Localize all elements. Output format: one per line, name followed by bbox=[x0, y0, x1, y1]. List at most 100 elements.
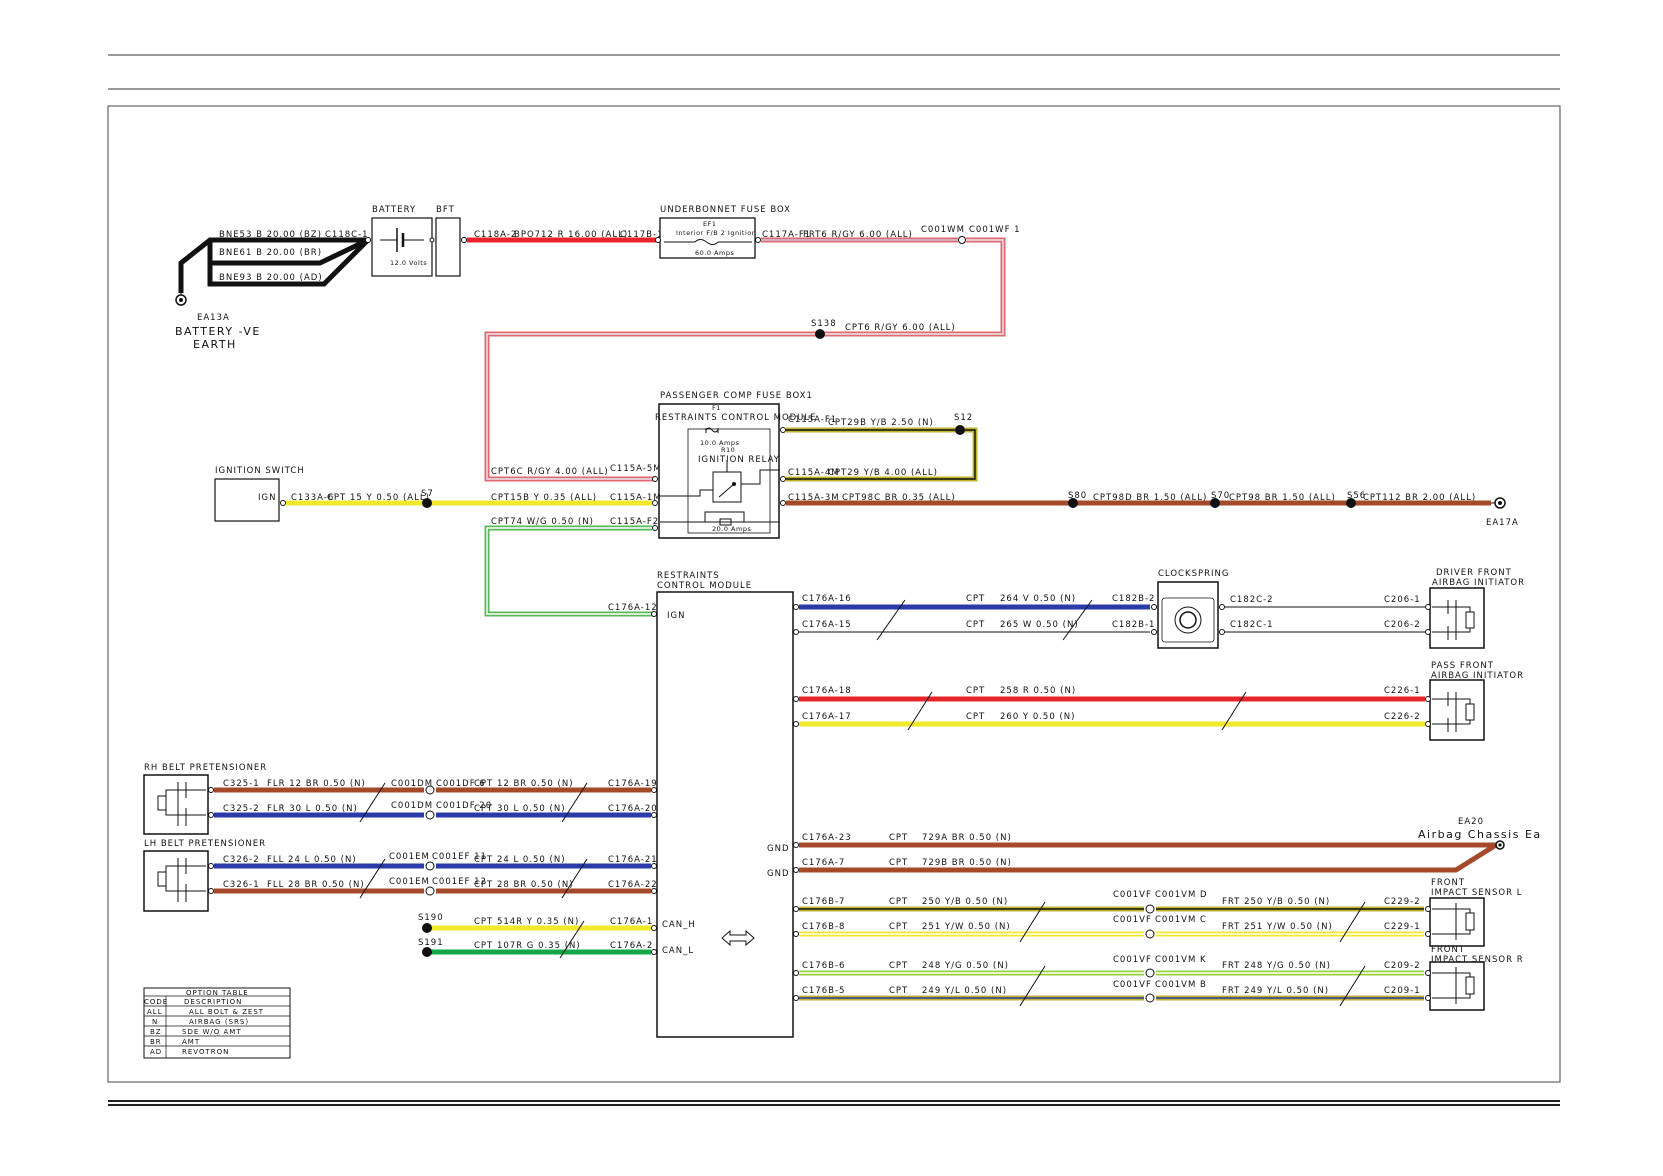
fis-r-label-2: IMPACT SENSOR R bbox=[1431, 955, 1524, 965]
c001ef12-label: C001EF 12 bbox=[432, 877, 487, 887]
c001vf-label-4: C001VF bbox=[1113, 980, 1152, 990]
w-264: 264 V 0.50 (N) bbox=[1000, 594, 1076, 604]
wire-cpt74 bbox=[486, 527, 652, 615]
impact-sensor-l-icon bbox=[1432, 903, 1475, 940]
ef1-label: EF1 bbox=[703, 220, 716, 228]
option-desc-3: AMT bbox=[182, 1038, 200, 1046]
c176a-15-label: C176A-15 bbox=[802, 620, 852, 630]
c115a-4m-label: C115A-4M bbox=[788, 468, 840, 478]
s12-splice-icon bbox=[955, 425, 965, 435]
c325-1-label: C325-1 bbox=[223, 779, 260, 789]
w-107r: CPT 107R G 0.35 (N) bbox=[474, 941, 581, 951]
c176a-19-label: C176A-19 bbox=[608, 779, 658, 789]
rcm-can-h: CAN_H bbox=[662, 920, 696, 930]
c001vf-label-2: C001VF bbox=[1113, 915, 1152, 925]
c182b-1-label: C182B-1 bbox=[1112, 620, 1155, 630]
c176b-5-label: C176B-5 bbox=[802, 986, 845, 996]
can-bus-arrow-icon bbox=[721, 929, 755, 947]
c229-1-label: C229-1 bbox=[1384, 922, 1421, 932]
impact-sensor-r-icon bbox=[1432, 967, 1475, 1004]
ea20-label: EA20 bbox=[1458, 817, 1484, 827]
c001vm-k-label: C001VM K bbox=[1155, 955, 1207, 965]
underbonnet-fuse-box bbox=[659, 217, 756, 259]
option-code-4: AD bbox=[150, 1048, 162, 1056]
s191-splice-icon bbox=[422, 947, 432, 957]
w-bne61: BNE61 B 20.00 (BR) bbox=[219, 248, 322, 258]
w-bpo712: BPO712 R 16.00 (ALL) bbox=[514, 230, 628, 240]
w-cpt15b: CPT15B Y 0.35 (ALL) bbox=[491, 493, 597, 503]
c001wf-label: C001WF 1 bbox=[969, 225, 1021, 235]
c001ef11-label: C001EF 11 bbox=[432, 852, 487, 862]
cpt-248-prefix: CPT bbox=[889, 961, 908, 971]
passenger-comp-fuse-box bbox=[658, 403, 780, 539]
c176a-1-label: C176A-1 bbox=[610, 917, 653, 927]
c001vm-b-label: C001VM B bbox=[1155, 980, 1207, 990]
cpt-249-prefix: CPT bbox=[889, 986, 908, 996]
pass-initiator-label-1: PASS FRONT bbox=[1431, 661, 1494, 671]
battery-label: BATTERY bbox=[372, 205, 416, 215]
c001vf-label-1: C001VF bbox=[1113, 890, 1152, 900]
ignition-relay-label: IGNITION RELAY bbox=[698, 455, 780, 465]
c182c-1-label: C182C-1 bbox=[1230, 620, 1274, 630]
c209-1-label: C209-1 bbox=[1384, 986, 1421, 996]
s190-splice-icon bbox=[422, 923, 432, 933]
option-code-3: BR bbox=[150, 1038, 162, 1046]
c115a-5m-label: C115A-5M bbox=[610, 464, 662, 474]
w-cpt98d: CPT98D BR 1.50 (ALL) bbox=[1093, 493, 1207, 503]
option-desc-2: SDE W/O AMT bbox=[182, 1028, 242, 1036]
clockspring-label: CLOCKSPRING bbox=[1158, 569, 1229, 579]
rh-pretensioner-icon bbox=[157, 782, 206, 826]
w-frt251: FRT 251 Y/W 0.50 (N) bbox=[1222, 922, 1333, 932]
rcm-gnd-2: GND bbox=[767, 869, 790, 879]
s7-splice-icon bbox=[422, 498, 432, 508]
s70-label: S70 bbox=[1211, 491, 1230, 501]
driver-initiator-label-1: DRIVER FRONT bbox=[1436, 568, 1512, 578]
ea13a-label: EA13A bbox=[197, 313, 230, 323]
s138-splice-icon bbox=[815, 329, 825, 339]
ea17a-label: EA17A bbox=[1486, 518, 1519, 528]
pcfb-rcm-label: RESTRAINTS CONTROL MODULE bbox=[655, 413, 817, 423]
r10-label: R10 bbox=[721, 446, 735, 454]
w-cpt12: CPT 12 BR 0.50 (N) bbox=[474, 779, 574, 789]
c001em-connector-icon bbox=[425, 861, 435, 871]
rcm-pins bbox=[651, 604, 799, 1001]
w-729a: 729A BR 0.50 (N) bbox=[922, 833, 1012, 843]
c229-2-label: C229-2 bbox=[1384, 897, 1421, 907]
s56-label: S56 bbox=[1347, 491, 1366, 501]
bft-label: BFT bbox=[436, 205, 455, 215]
w-bne53: BNE53 B 20.00 (BZ) bbox=[219, 230, 322, 240]
option-code-2: BZ bbox=[150, 1028, 162, 1036]
c001vm-c-label: C001VM C bbox=[1155, 915, 1207, 925]
c001vf-r-connector-icon bbox=[1145, 968, 1155, 978]
c206-1-label: C206-1 bbox=[1384, 595, 1421, 605]
w-flr30: FLR 30 L 0.50 (N) bbox=[267, 804, 358, 814]
c176b-7-label: C176B-7 bbox=[802, 897, 845, 907]
cpt-258-prefix: CPT bbox=[966, 686, 985, 696]
f1-amps: 10.0 Amps bbox=[700, 439, 739, 447]
ef1-fuse-icon bbox=[664, 239, 752, 245]
front-impact-sensor-r bbox=[1429, 961, 1485, 1011]
w-251: 251 Y/W 0.50 (N) bbox=[922, 922, 1011, 932]
c118a-label: C118A-2 bbox=[474, 230, 517, 240]
s191-label: S191 bbox=[418, 938, 444, 948]
rcm-can-l: CAN_L bbox=[662, 946, 694, 956]
c206-2-label: C206-2 bbox=[1384, 620, 1421, 630]
w-cpt74: CPT74 W/G 0.50 (N) bbox=[491, 517, 594, 527]
fis-r-label-1: FRONT bbox=[1431, 945, 1465, 955]
c133a-label: C133A-6 bbox=[291, 493, 334, 503]
rcm-title-2: CONTROL MODULE bbox=[657, 581, 752, 591]
c001wm-label: C001WM bbox=[921, 225, 965, 235]
w-fll24: FLL 24 L 0.50 (N) bbox=[267, 855, 357, 865]
driver-airbag-initiator bbox=[1429, 587, 1485, 649]
rh-belt-pretensioner bbox=[143, 774, 209, 835]
option-table-desc-header: DESCRIPTION bbox=[184, 998, 242, 1006]
w-260: 260 Y 0.50 (N) bbox=[1000, 712, 1075, 722]
battery-volts: 12.0 Volts bbox=[390, 259, 427, 267]
option-table: OPTION TABLE CODE DESCRIPTION ALL ALL BO… bbox=[143, 987, 291, 1059]
w-cpt15: CPT 15 Y 0.50 (ALL) bbox=[327, 493, 430, 503]
bft-box bbox=[435, 217, 461, 277]
s138-label: S138 bbox=[811, 319, 837, 329]
w-cpt28: CPT 28 BR 0.50 (N) bbox=[474, 880, 574, 890]
c176a-16-label: C176A-16 bbox=[802, 594, 852, 604]
rh-belt-label: RH BELT PRETENSIONER bbox=[144, 763, 267, 773]
